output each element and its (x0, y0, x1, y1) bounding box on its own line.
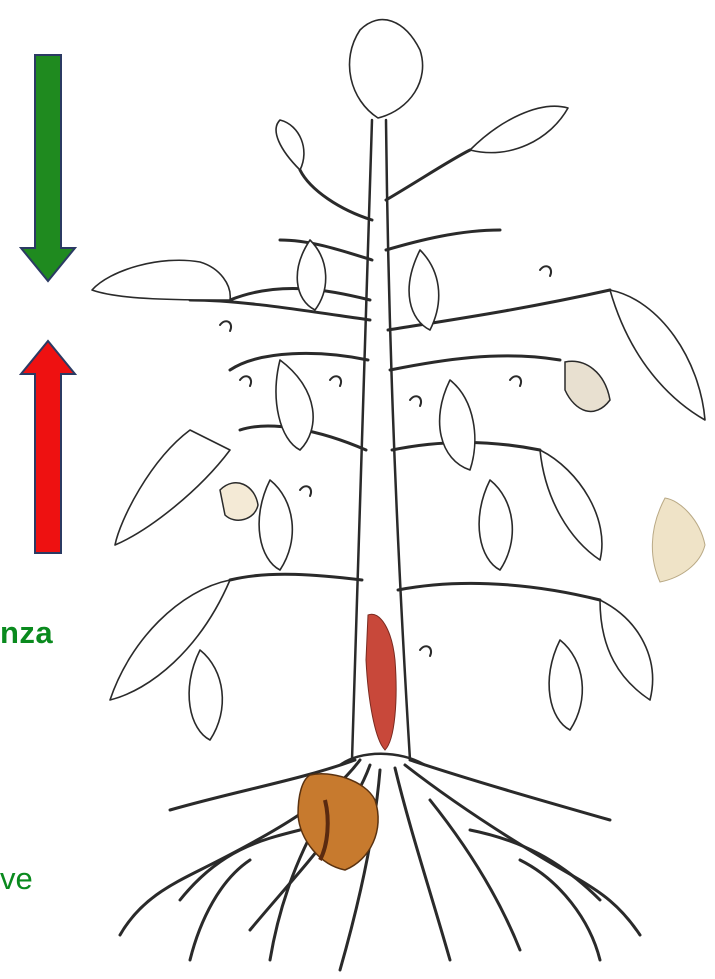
plant-illustration (85, 0, 715, 979)
label-fragment-top: nza (0, 617, 53, 648)
branches (190, 150, 610, 600)
cocoon (565, 361, 610, 411)
moth (652, 498, 705, 582)
arrow-up-icon (18, 338, 78, 556)
stem-wound (366, 614, 396, 750)
seed-pod (220, 483, 258, 520)
tendrils (220, 266, 551, 656)
root-system (120, 760, 640, 970)
root-tuber (298, 774, 378, 870)
label-fragment-bottom: ve (0, 863, 33, 894)
arrow-down-icon (18, 52, 78, 284)
leaves (92, 20, 705, 740)
